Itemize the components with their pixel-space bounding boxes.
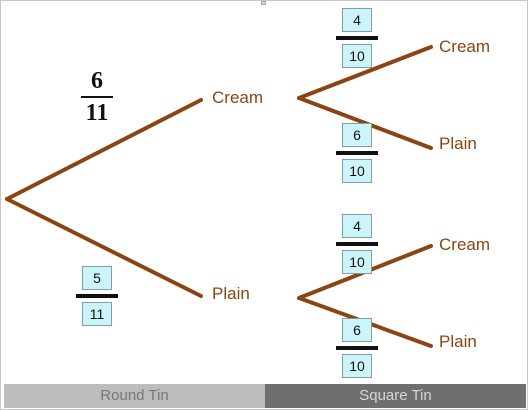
- fraction-bar: [336, 36, 378, 40]
- denominator-input[interactable]: 10: [342, 250, 372, 274]
- probability-top-cream-fraction: 4 10: [336, 8, 378, 68]
- tab-square-tin[interactable]: Square Tin: [265, 384, 526, 408]
- fraction-denominator: 11: [85, 100, 109, 126]
- numerator-input[interactable]: 4: [342, 8, 372, 32]
- fraction-bar: [76, 294, 118, 298]
- denominator-input[interactable]: 11: [82, 302, 112, 326]
- fraction-bar: [336, 242, 378, 246]
- fraction-numerator: 6: [91, 68, 103, 94]
- numerator-input[interactable]: 6: [342, 123, 372, 147]
- fraction-bar: [336, 151, 378, 155]
- node-label-bottom-cream: Cream: [439, 235, 491, 254]
- numerator-input[interactable]: 4: [342, 214, 372, 238]
- denominator-input[interactable]: 10: [342, 159, 372, 183]
- tab-round-tin[interactable]: Round Tin: [4, 384, 265, 408]
- fraction-bar: [336, 346, 378, 350]
- branch-top-cream: [297, 45, 433, 100]
- probability-top-plain-fraction: 6 10: [336, 123, 378, 183]
- resize-handle[interactable]: [261, 1, 266, 5]
- probability-bottom-cream-fraction: 4 10: [336, 214, 378, 274]
- denominator-input[interactable]: 10: [342, 354, 372, 378]
- probability-bottom-plain-fraction: 6 10: [336, 318, 378, 378]
- probability-cream-fraction: 6 11: [77, 69, 117, 125]
- numerator-input[interactable]: 6: [342, 318, 372, 342]
- node-label-plain: Plain: [212, 284, 250, 303]
- denominator-input[interactable]: 10: [342, 44, 372, 68]
- probability-plain-fraction: 5 11: [76, 266, 118, 326]
- numerator-input[interactable]: 5: [82, 266, 112, 290]
- node-label-top-plain: Plain: [439, 134, 477, 153]
- branch-root-to-plain: [5, 197, 203, 298]
- branch-root-to-cream: [5, 98, 203, 201]
- tin-tabs: Round Tin Square Tin: [4, 384, 526, 408]
- node-label-top-cream: Cream: [439, 37, 491, 56]
- node-label-bottom-plain: Plain: [439, 332, 477, 351]
- fraction-bar: [81, 96, 113, 98]
- node-label-cream: Cream: [212, 88, 264, 107]
